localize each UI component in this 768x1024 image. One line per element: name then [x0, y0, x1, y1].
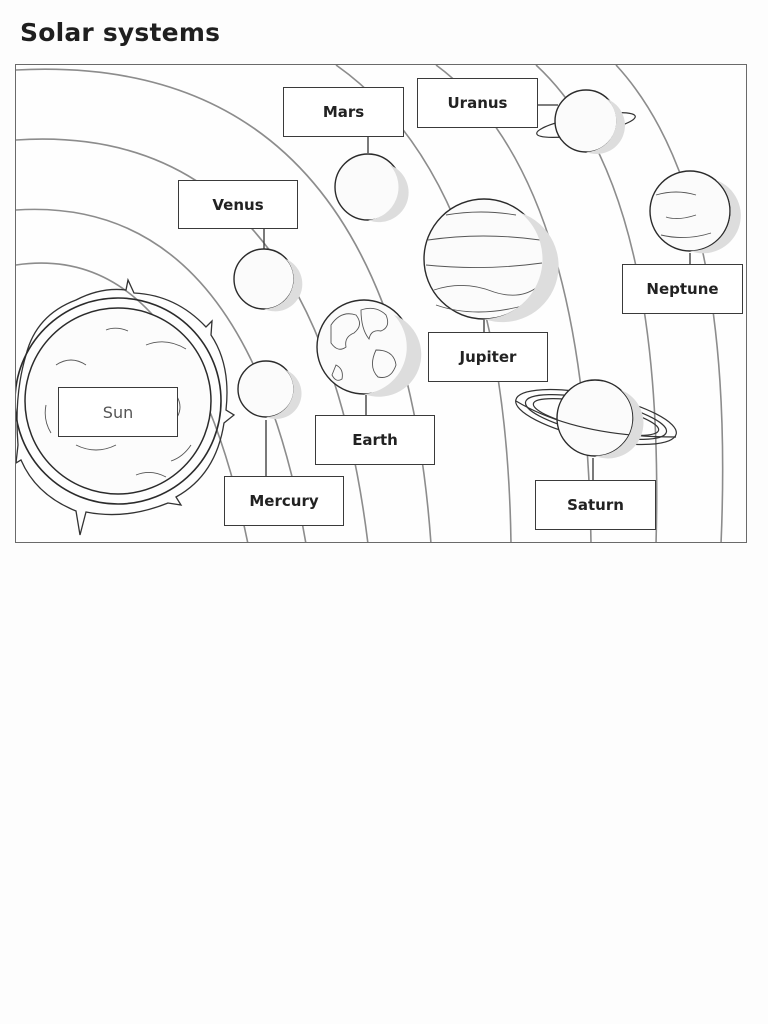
jupiter-label: Jupiter	[428, 332, 548, 382]
earth-continents	[330, 307, 397, 381]
saturn-planet	[515, 379, 677, 482]
neptune-label: Neptune	[622, 264, 743, 314]
venus-label: Venus	[178, 180, 298, 229]
uranus-planet	[536, 89, 636, 154]
jupiter-bands	[425, 211, 543, 313]
solar-system-diagram: Sun Mercury Venus Earth Mars Jupiter Sat…	[15, 64, 747, 543]
mercury-label: Mercury	[224, 476, 344, 526]
saturn-label: Saturn	[535, 480, 656, 530]
sun-label: Sun	[58, 387, 178, 437]
mars-label: Mars	[283, 87, 404, 137]
mercury-planet	[237, 360, 302, 477]
mars-planet	[334, 137, 409, 223]
jupiter-planet	[423, 198, 559, 333]
sun-surface-texture	[44, 327, 192, 478]
sun-corona	[16, 277, 236, 536]
neptune-planet	[649, 170, 741, 265]
venus-planet	[233, 228, 303, 312]
orbit-venus	[16, 208, 307, 542]
earth-label: Earth	[315, 415, 435, 465]
uranus-label: Uranus	[417, 78, 538, 128]
neptune-bands	[655, 191, 712, 238]
orbit-mars	[16, 68, 432, 542]
earth-planet	[316, 299, 422, 415]
page-title: Solar systems	[20, 18, 221, 47]
